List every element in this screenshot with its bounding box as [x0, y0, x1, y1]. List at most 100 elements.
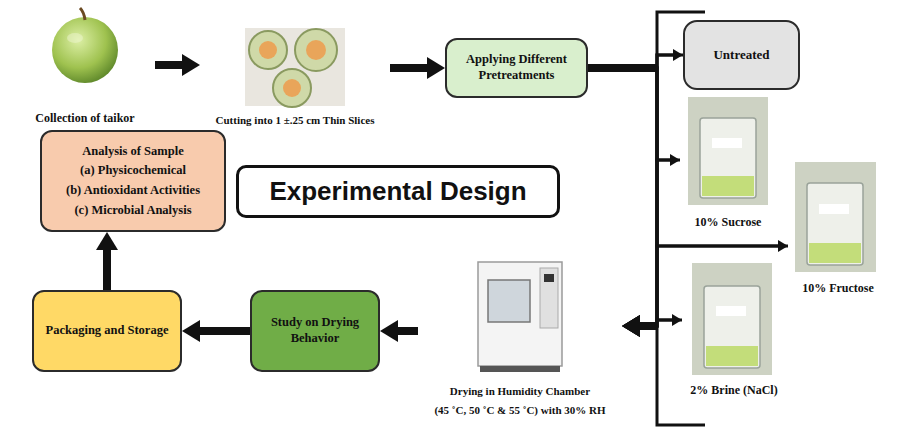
- slice: [273, 69, 311, 107]
- connector-line: [103, 250, 111, 290]
- apple-illustration: [52, 8, 118, 83]
- connector-line: [588, 64, 657, 72]
- connector-line: [588, 64, 657, 72]
- connector-line: [640, 322, 657, 330]
- photo-ground: [245, 28, 345, 106]
- image-node: Cutting into 1 ±.25 cm Thin Slices: [200, 22, 390, 128]
- flow-arrow: [182, 320, 250, 342]
- node-label: (a) Physicochemical: [80, 163, 186, 179]
- connector-line: [588, 55, 673, 68]
- arrow-head: [622, 315, 640, 337]
- flow-arrow: [588, 68, 680, 166]
- arrow-head: [622, 315, 640, 337]
- slice-core: [306, 40, 326, 60]
- apple-highlight: [67, 33, 83, 43]
- connector-line: [588, 68, 672, 320]
- image-node: 10% Sucrose: [680, 97, 776, 230]
- flow-arrow: [622, 315, 682, 337]
- connector-line: [588, 68, 778, 246]
- apple-stem: [80, 8, 85, 20]
- flow-arrow: [622, 55, 683, 337]
- image-node: Drying in Humidity Chamber (45 ˚C, 50 ˚C …: [418, 258, 622, 418]
- connector-line: [640, 322, 657, 330]
- flow-arrow: [96, 232, 118, 290]
- slice-core: [259, 41, 277, 59]
- beaker-tag: [819, 204, 849, 214]
- arrow-head: [427, 57, 445, 79]
- node-label: Packaging and Storage: [46, 323, 169, 339]
- flow-arrow: [588, 68, 682, 326]
- flow-arrow: [622, 246, 788, 337]
- slice-core: [283, 79, 301, 97]
- beaker-liquid: [809, 243, 861, 263]
- connector-line: [640, 246, 788, 326]
- node-label: Untreated: [713, 47, 769, 63]
- connector-line: [588, 64, 657, 72]
- node-label: (c) Microbial Analysis: [74, 203, 191, 219]
- image-node: 10% Fructose: [788, 162, 888, 296]
- beaker-glass: [700, 118, 756, 198]
- beaker-glass: [704, 286, 760, 368]
- node-label: Applying Different Pretreatments: [455, 52, 578, 83]
- slice: [295, 29, 337, 71]
- process-box: Packaging and Storage: [32, 290, 182, 372]
- slices-photo: [245, 28, 345, 107]
- node-label: Experimental Design: [269, 175, 526, 208]
- node-label: 10% Sucrose: [695, 215, 762, 230]
- beaker-photo: [795, 162, 876, 272]
- node-label: Collection of taikor: [35, 111, 134, 126]
- beaker-tag: [712, 138, 742, 148]
- photo-ground: [688, 97, 768, 205]
- beaker-liquid: [706, 346, 758, 366]
- node-label: (b) Antioxidant Activities: [66, 183, 200, 199]
- flow-arrow: [622, 160, 680, 337]
- process-box: Applying Different Pretreatments: [445, 38, 588, 98]
- flow-arrow: [155, 54, 200, 76]
- arrow-head: [182, 320, 200, 342]
- connector-line: [640, 55, 683, 326]
- chamber-panel: [540, 268, 558, 328]
- connector-line: [640, 160, 680, 326]
- beaker-tag: [716, 306, 746, 316]
- connector-line: [155, 61, 182, 69]
- node-label: Analysis of Sample: [82, 144, 183, 160]
- node-label: (45 ˚C, 50 ˚C & 55 ˚C) with 30% RH: [434, 404, 605, 418]
- photo-ground: [795, 162, 876, 272]
- image-node: Collection of taikor: [15, 8, 155, 126]
- beaker-photo: [688, 97, 768, 205]
- connector-line: [640, 322, 657, 330]
- beaker-glass: [807, 183, 863, 265]
- connector-line: [200, 327, 250, 335]
- node-label: Drying in Humidity Chamber: [450, 385, 590, 399]
- arrow-head: [380, 320, 398, 342]
- chamber-cabinet: [478, 262, 562, 366]
- flow-arrow: [380, 320, 418, 342]
- flow-arrow: [390, 57, 445, 79]
- node-label: 10% Fructose: [802, 281, 874, 296]
- arrow-head: [622, 315, 640, 337]
- flow-arrow: [588, 49, 683, 68]
- apple-body: [52, 17, 118, 83]
- chamber-base: [480, 366, 560, 372]
- arrow-head: [622, 315, 640, 337]
- slice: [249, 31, 287, 69]
- connector-line: [398, 327, 418, 335]
- connector-line: [390, 64, 427, 72]
- connector-line: [640, 322, 657, 330]
- node-label: Study on Drying Behavior: [262, 315, 368, 346]
- photo-ground: [692, 263, 772, 375]
- process-box: Study on Drying Behavior: [250, 290, 380, 372]
- humidity-chamber-illustration: [478, 262, 562, 372]
- flow-arrow: [588, 68, 788, 252]
- title-box: Experimental Design: [236, 165, 560, 218]
- option-box: Untreated: [683, 20, 800, 90]
- arrow-head: [182, 54, 200, 76]
- chamber-window: [488, 280, 530, 322]
- beaker-liquid: [702, 176, 754, 196]
- image-node: 2% Brine (NaCl): [682, 263, 786, 398]
- connector-line: [588, 64, 657, 72]
- connector-line: [640, 320, 682, 326]
- process-box: Analysis of Sample (a) Physicochemical (b)…: [40, 130, 226, 232]
- beaker-photo: [692, 263, 772, 375]
